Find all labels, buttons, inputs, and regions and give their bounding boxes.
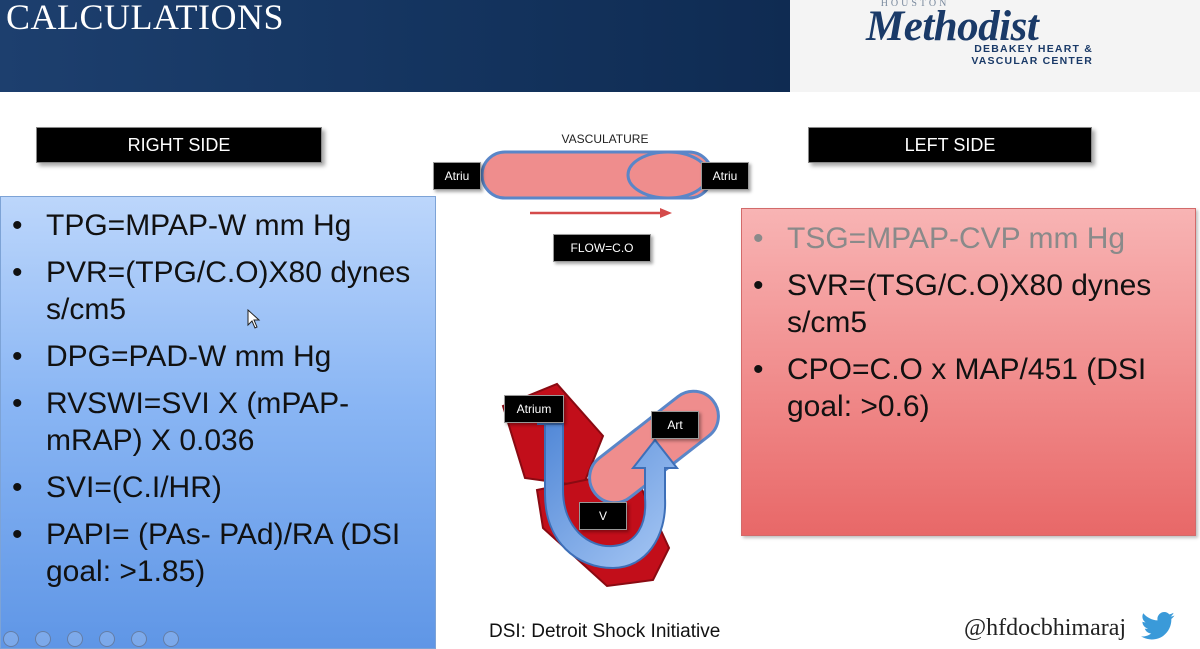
more-options-icon[interactable] <box>163 631 179 647</box>
atrium-left-label: Atriu <box>433 162 481 190</box>
flow-label: FLOW=C.O <box>553 234 651 262</box>
logo-houston: HOUSTON <box>880 0 950 9</box>
twitter-handle: @hfdocbhimaraj <box>964 615 1127 641</box>
formula-pvr: PVR=(TPG/C.O)X80 dynes s/cm5 <box>0 254 430 328</box>
formula-dpg: DPG=PAD-W mm Hg <box>0 338 430 375</box>
logo-area <box>790 0 1200 92</box>
previous-slide-icon[interactable] <box>3 631 19 647</box>
next-slide-icon[interactable] <box>35 631 51 647</box>
slide-title: CALCULATIONS <box>6 0 285 37</box>
logo-methodist: Methodist <box>866 3 1039 50</box>
formula-cpo: CPO=C.O x MAP/451 (DSI goal: >0.6) <box>741 351 1191 425</box>
vasculature-diagram <box>480 150 714 218</box>
zoom-icon[interactable] <box>131 631 147 647</box>
logo-subtitle-line2: VASCULAR CENTER <box>971 55 1093 67</box>
blood-flow-u-arrow <box>537 423 680 570</box>
left-side-label: LEFT SIDE <box>808 127 1092 163</box>
ventricle-label: V <box>579 502 627 530</box>
flow-arrow-head <box>660 208 672 218</box>
logo-subtitle-line1: DEBAKEY HEART & <box>974 43 1093 55</box>
pen-icon[interactable] <box>67 631 83 647</box>
formula-rvswi: RVSWI=SVI X (mPAP-mRAP) X 0.036 <box>0 385 430 459</box>
right-side-label: RIGHT SIDE <box>36 127 322 163</box>
artery-label: Art <box>651 411 699 439</box>
atrium-right-label: Atriu <box>701 162 749 190</box>
formula-tsg: TSG=MPAP-CVP mm Hg <box>741 220 1191 257</box>
right-side-formula-list: TPG=MPAP-W mm Hg PVR=(TPG/C.O)X80 dynes … <box>0 207 430 600</box>
formula-svr: SVR=(TSG/C.O)X80 dynes s/cm5 <box>741 267 1191 341</box>
vasculature-label: VASCULATURE <box>561 132 649 146</box>
formula-tpg: TPG=MPAP-W mm Hg <box>0 207 430 244</box>
left-side-formula-list: TSG=MPAP-CVP mm Hg SVR=(TSG/C.O)X80 dyne… <box>741 220 1191 435</box>
atrium-label: Atrium <box>504 395 564 423</box>
twitter-bird-icon <box>1141 612 1175 640</box>
formula-papi: PAPI= (PAs- PAd)/RA (DSI goal: >1.85) <box>0 516 430 590</box>
mouse-cursor-icon <box>247 309 261 329</box>
vessel-end-ellipse <box>626 150 710 200</box>
dsi-footnote: DSI: Detroit Shock Initiative <box>489 621 721 642</box>
slides-grid-icon[interactable] <box>99 631 115 647</box>
formula-svi: SVI=(C.I/HR) <box>0 469 430 506</box>
slide-header <box>0 0 790 92</box>
